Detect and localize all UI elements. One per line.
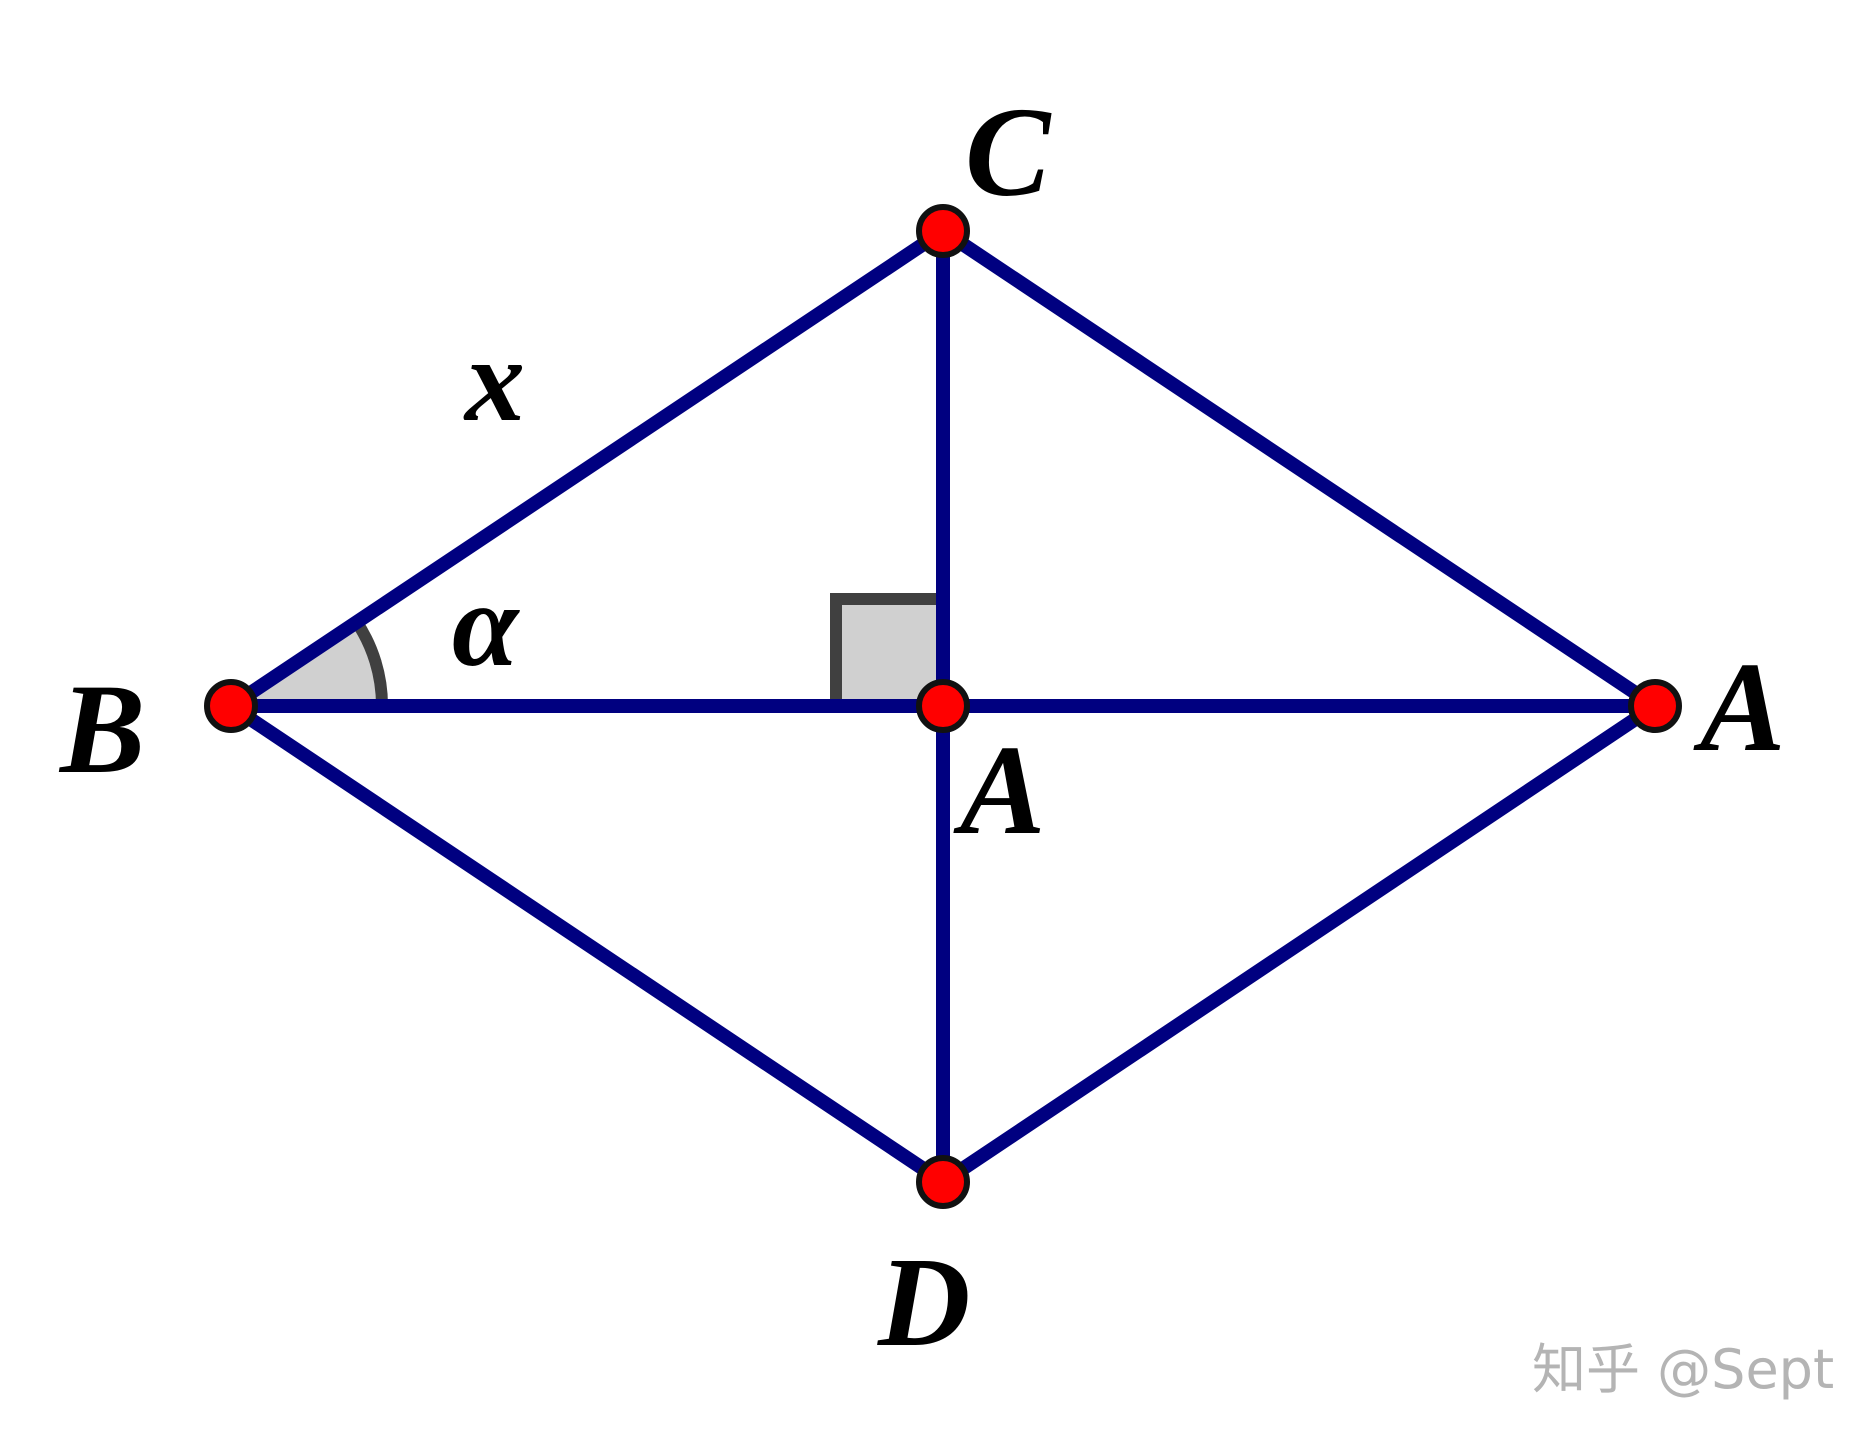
label-C: C [965, 81, 1052, 223]
label-D: D [877, 1231, 970, 1373]
segment-CA [936, 224, 1662, 713]
label-A-right: A [1693, 636, 1785, 778]
label-angle-alpha: α [452, 558, 520, 691]
label-B: B [58, 658, 145, 800]
point-A-right [1628, 679, 1682, 733]
point-A-center [916, 679, 970, 733]
watermark: 知乎 @Sept [1532, 1338, 1834, 1401]
segment-BC [224, 224, 950, 713]
segment-DB [224, 699, 950, 1189]
point-B [204, 679, 258, 733]
label-side-x: x [463, 313, 525, 446]
label-A-center: A [953, 719, 1045, 861]
segment-AD [936, 699, 1662, 1189]
angle-alpha-arc [350, 617, 389, 707]
point-D [916, 1155, 970, 1209]
point-C [916, 204, 970, 258]
